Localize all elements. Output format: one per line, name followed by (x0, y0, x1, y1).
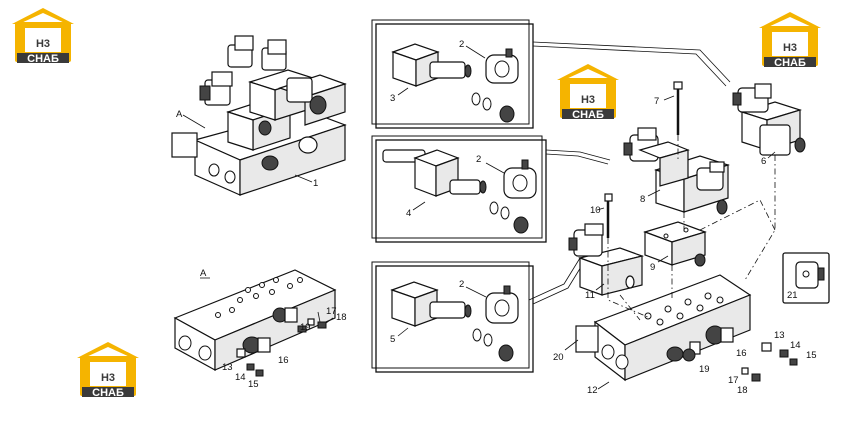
callout-5: 5 (390, 334, 395, 345)
valve-9 (643, 221, 707, 267)
callout-18-left: 18 (336, 312, 347, 323)
manifold-12 (575, 274, 752, 382)
connector-box1 (532, 41, 731, 83)
fitting-16-right (705, 325, 734, 345)
callout-19-right: 19 (699, 364, 710, 375)
callout-12: 12 (587, 385, 598, 396)
callout-17-right: 17 (728, 375, 739, 386)
nut-3 (499, 105, 515, 123)
callout-2-box2: 2 (476, 154, 481, 165)
callout-2-box1: 2 (459, 39, 464, 50)
svg-text:СНАБ: СНАБ (572, 109, 604, 121)
bolt-10 (604, 193, 613, 238)
assembly-line-6 (744, 155, 776, 281)
valve-body-5 (390, 281, 472, 327)
callout-16-right: 16 (736, 348, 747, 359)
svg-text:СНАБ: СНАБ (92, 387, 124, 399)
callout-7: 7 (654, 96, 659, 107)
connector-21 (795, 261, 825, 289)
logo-top-left: Н3 СНАБ (12, 8, 74, 65)
callout-21: 21 (787, 290, 798, 301)
o-ring-4a (489, 201, 499, 215)
manifold-a (173, 269, 337, 377)
callout-18-right: 18 (737, 385, 748, 396)
logo-center: Н3 СНАБ (557, 64, 619, 121)
connector-box2 (545, 149, 611, 161)
valve-body-3 (391, 43, 472, 87)
callout-a-bottom: A (200, 268, 207, 279)
connector-box3 (532, 261, 585, 305)
nut-5 (498, 344, 514, 362)
callout-6: 6 (761, 156, 766, 167)
o-ring-4b (500, 206, 510, 220)
valve-assembly-1 (171, 35, 347, 196)
valve-11 (568, 223, 645, 296)
callout-19-left: 19 (300, 322, 311, 333)
callout-16-left: 16 (278, 355, 289, 366)
svg-text:Н3: Н3 (581, 94, 595, 106)
coil-2-top (485, 48, 519, 84)
valve-body-4 (382, 149, 487, 197)
callout-13-right: 13 (774, 330, 785, 341)
callout-17-left: 17 (326, 306, 337, 317)
svg-text:Н3: Н3 (101, 372, 115, 384)
valve-8 (623, 127, 730, 215)
logo-top-right: Н3 СНАБ (759, 12, 821, 69)
callout-14-left: 14 (235, 372, 246, 383)
fitting-13-right (761, 342, 798, 366)
svg-text:СНАБ: СНАБ (27, 53, 59, 65)
coil-2-middle (503, 159, 537, 199)
callout-14-right: 14 (790, 340, 801, 351)
svg-text:Н3: Н3 (783, 42, 797, 54)
callout-20: 20 (553, 352, 564, 363)
o-ring-3b (482, 97, 492, 111)
o-ring-3a (471, 92, 481, 106)
callout-15-right: 15 (806, 350, 817, 361)
assembly-line-11 (619, 294, 641, 321)
callout-8: 8 (640, 194, 645, 205)
valve-6 (732, 83, 806, 156)
bolt-7 (673, 81, 683, 135)
callout-13-left: 13 (222, 362, 233, 373)
callout-10: 10 (590, 205, 601, 216)
callout-3: 3 (390, 93, 395, 104)
callout-1: 1 (313, 178, 318, 189)
o-ring-5b (483, 333, 493, 347)
fitting-17-right (741, 367, 761, 382)
callout-11: 11 (585, 290, 595, 301)
fitting-19-right (682, 348, 696, 362)
callout-a-top: A (176, 109, 183, 120)
svg-text:СНАБ: СНАБ (774, 57, 806, 69)
nut-4 (513, 216, 529, 234)
callout-9: 9 (650, 262, 655, 273)
o-ring-5a (472, 328, 482, 342)
callout-4: 4 (406, 208, 411, 219)
callout-15-left: 15 (248, 379, 259, 390)
svg-text:Н3: Н3 (36, 38, 50, 50)
callout-2-box3: 2 (459, 279, 464, 290)
logo-bottom-left: Н3 СНАБ (77, 342, 139, 399)
coil-2-bottom (485, 285, 519, 324)
